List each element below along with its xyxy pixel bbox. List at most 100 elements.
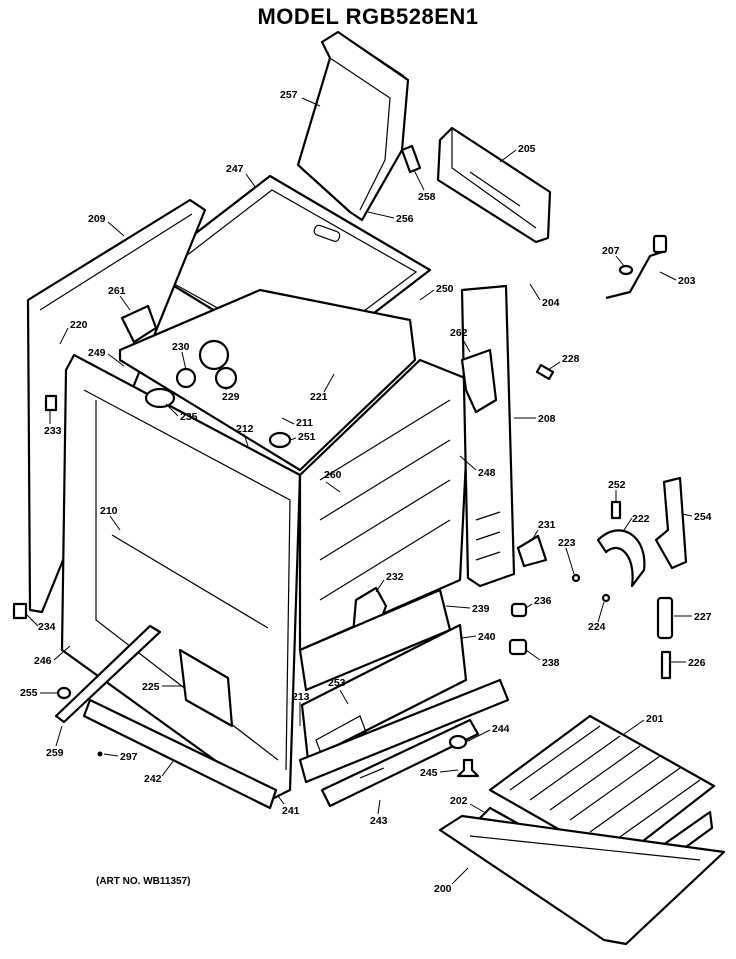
callout-258: 258 <box>413 169 436 203</box>
svg-text:253: 253 <box>328 677 346 689</box>
svg-text:254: 254 <box>694 511 712 523</box>
callout-247: 247 <box>226 163 257 189</box>
callout-241: 241 <box>277 795 300 817</box>
callout-201: 201 <box>623 713 664 735</box>
part-205-backguard-trim <box>436 126 552 244</box>
callout-222: 222 <box>623 513 650 531</box>
callout-250: 250 <box>419 283 454 301</box>
callout-259: 259 <box>46 725 64 759</box>
part-233-bracket <box>44 394 58 412</box>
svg-text:246: 246 <box>34 655 52 667</box>
svg-text:229: 229 <box>222 391 240 403</box>
art-number: (ART NO. WB11357) <box>96 876 191 887</box>
svg-text:251: 251 <box>298 431 316 443</box>
svg-text:227: 227 <box>694 611 712 623</box>
callout-231: 231 <box>531 519 556 541</box>
svg-text:259: 259 <box>46 747 64 759</box>
svg-text:220: 220 <box>70 319 88 331</box>
svg-text:221: 221 <box>310 391 328 403</box>
callout-224: 224 <box>588 601 606 633</box>
svg-text:255: 255 <box>20 687 38 699</box>
svg-text:249: 249 <box>88 347 106 359</box>
callout-212: 212 <box>236 423 254 447</box>
callout-230: 230 <box>172 341 190 371</box>
callout-245: 245 <box>420 767 459 779</box>
svg-text:224: 224 <box>588 621 606 633</box>
part-235-burner <box>144 387 176 409</box>
part-229-valve <box>198 339 238 390</box>
callout-235: 235 <box>165 403 198 423</box>
svg-text:210: 210 <box>100 505 118 517</box>
svg-text:243: 243 <box>370 815 388 827</box>
part-261-bracket <box>120 304 158 344</box>
callout-262: 262 <box>450 327 471 353</box>
svg-text:226: 226 <box>688 657 706 669</box>
svg-text:212: 212 <box>236 423 254 435</box>
part-227-spring <box>656 596 674 640</box>
callout-243: 243 <box>370 799 388 827</box>
part-224-screw <box>601 593 611 603</box>
callout-226: 226 <box>670 657 706 669</box>
svg-text:200: 200 <box>434 883 452 895</box>
callout-246: 246 <box>34 645 71 667</box>
part-251-clip <box>268 431 292 449</box>
callout-256: 256 <box>367 211 414 225</box>
svg-text:201: 201 <box>646 713 664 725</box>
svg-text:230: 230 <box>172 341 190 353</box>
part-223-screw <box>571 573 581 583</box>
callout-204: 204 <box>529 283 560 309</box>
callout-257: 257 <box>280 89 321 107</box>
callout-229: 229 <box>222 388 240 403</box>
part-254-hinge <box>654 476 688 570</box>
callout-233: 233 <box>44 410 62 437</box>
callout-253: 253 <box>328 677 349 705</box>
page-title: MODEL RGB528EN1 <box>257 4 479 29</box>
part-226-spring <box>660 650 672 680</box>
svg-text:250: 250 <box>436 283 454 295</box>
part-230-knob <box>175 367 197 389</box>
callout-213: 213 <box>292 691 310 726</box>
part-236-clip <box>510 602 528 618</box>
svg-text:257: 257 <box>280 89 298 101</box>
part-207-grommet <box>618 264 634 276</box>
part-231-bracket <box>516 534 548 568</box>
part-252-spring <box>610 500 622 520</box>
callout-232: 232 <box>375 571 404 593</box>
callout-200: 200 <box>434 867 469 895</box>
callout-228: 228 <box>547 353 580 371</box>
svg-text:238: 238 <box>542 657 560 669</box>
svg-text:233: 233 <box>44 425 62 437</box>
callout-234: 234 <box>25 613 56 633</box>
part-238-clip <box>508 638 528 656</box>
callout-207: 207 <box>602 245 625 267</box>
callout-249: 249 <box>88 347 125 367</box>
callout-220: 220 <box>59 319 88 345</box>
range-body-frame <box>60 288 472 802</box>
svg-text:256: 256 <box>396 213 414 225</box>
callout-238: 238 <box>525 649 560 669</box>
part-243-burner <box>320 718 480 808</box>
callout-211: 211 <box>281 417 313 429</box>
svg-text:204: 204 <box>542 297 560 309</box>
callout-210: 210 <box>100 505 121 531</box>
callout-208: 208 <box>514 413 556 425</box>
part-253-drawer-front <box>298 678 510 784</box>
part-242-rail <box>82 698 278 810</box>
svg-text:203: 203 <box>678 275 696 287</box>
svg-text:205: 205 <box>518 143 536 155</box>
part-228-clip <box>535 363 555 381</box>
svg-text:202: 202 <box>450 795 468 807</box>
callout-236: 236 <box>525 595 552 609</box>
part-222-hinge-arm <box>596 529 646 588</box>
part-245-leveler <box>456 758 480 778</box>
callout-248: 248 <box>459 455 496 479</box>
svg-text:258: 258 <box>418 191 436 203</box>
callout-227: 227 <box>674 611 712 623</box>
part-262-bracket <box>460 348 498 414</box>
svg-text:234: 234 <box>38 621 56 633</box>
callout-242: 242 <box>144 759 175 785</box>
callout-297: 297 <box>97 751 138 763</box>
svg-text:262: 262 <box>450 327 468 339</box>
svg-text:241: 241 <box>282 805 300 817</box>
